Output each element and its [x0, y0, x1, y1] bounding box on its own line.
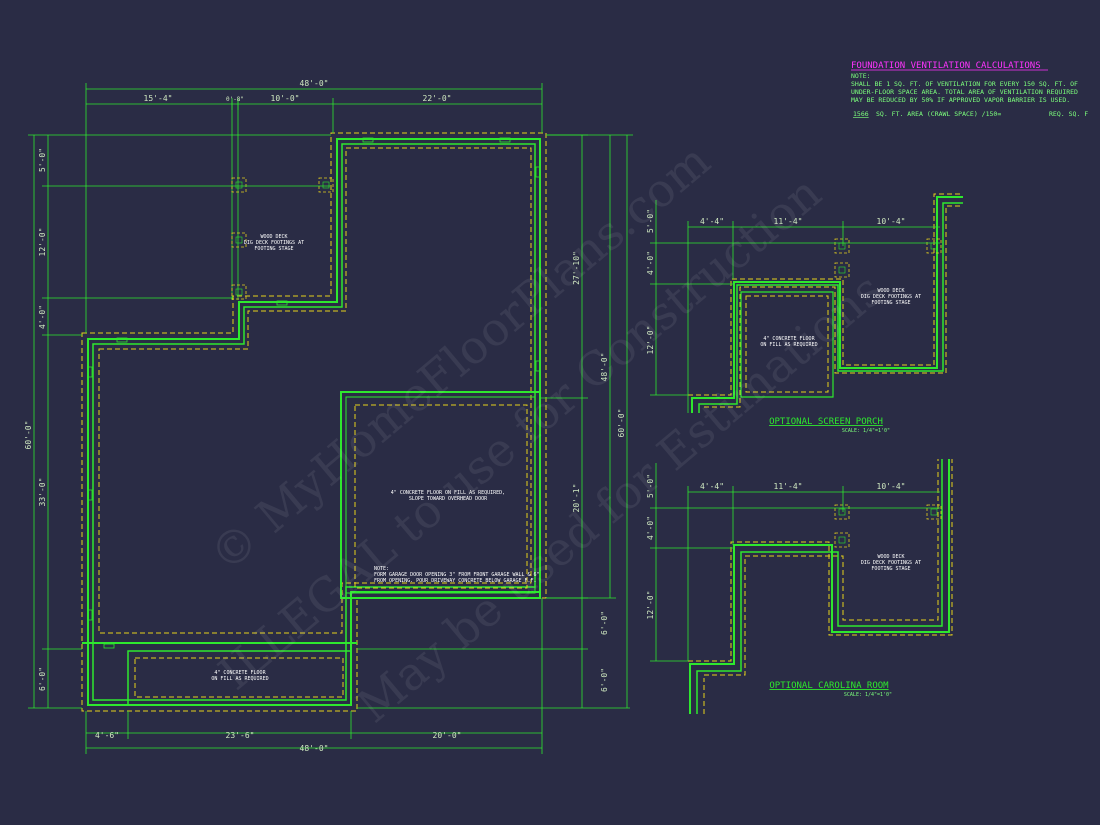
dim-right-overall: 60'-0"	[617, 409, 626, 438]
carolina-room-title: OPTIONAL CAROLINA ROOM	[769, 681, 889, 691]
ventilation-line-3: MAY BE REDUCED BY 50% IF APPROVED VAPOR …	[851, 96, 1070, 104]
svg-text:NOTE:: NOTE:	[374, 566, 389, 572]
porch-dim-left-2: 4'-0"	[646, 251, 655, 275]
svg-text:WOOD DECK: WOOD DECK	[877, 288, 904, 294]
screen-porch-title: OPTIONAL SCREEN PORCH	[769, 417, 883, 427]
main-foundation-plan: 48'-0" 15'-4" 0'-8" 10'-0" 22'-0" 60'-0"…	[24, 79, 633, 754]
porch-deck-note: WOOD DECK DIG DECK FOOTINGS AT FOOTING S…	[861, 288, 921, 306]
main-footing-inner	[98, 147, 532, 634]
dim-right-seg4: 6'-0"	[600, 668, 609, 692]
svg-text:SLOPE TOWARD OVERHEAD DOOR: SLOPE TOWARD OVERHEAD DOOR	[409, 496, 488, 502]
dim-right-seg3: 6'-0"	[600, 611, 609, 635]
svg-text:WOOD DECK: WOOD DECK	[877, 554, 904, 560]
dim-bottom-seg1: 4'-6"	[95, 731, 119, 740]
dim-bottom-overall: 48'-0"	[300, 744, 329, 753]
porch-floor-note: 4" CONCRETE FLOOR ON FILL AS REQUIRED	[760, 336, 817, 348]
svg-text:ON FILL AS REQUIRED: ON FILL AS REQUIRED	[760, 342, 817, 348]
screen-porch-scale: SCALE: 1/4"=1'0"	[842, 428, 890, 434]
ventilation-req-label: REQ. SQ. F	[1049, 110, 1088, 118]
dim-left-seg4: 33'-0"	[38, 478, 47, 507]
svg-text:WOOD DECK: WOOD DECK	[260, 234, 287, 240]
porch-dim-left-3: 12'-0"	[646, 326, 655, 355]
dim-right-seg1: 27'-10"	[572, 251, 581, 285]
dim-left-seg2: 12'-0"	[38, 228, 47, 257]
porch-dim-left-1: 5'-0"	[646, 209, 655, 233]
dim-top-overall: 48'-0"	[300, 79, 329, 88]
svg-text:4" CONCRETE FLOOR: 4" CONCRETE FLOOR	[763, 336, 815, 342]
svg-text:FOOTING STAGE: FOOTING STAGE	[871, 300, 910, 306]
ventilation-line-1: SHALL BE 1 SQ. FT. OF VENTILATION FOR EV…	[851, 80, 1078, 88]
carolina-dim-left-3: 12'-0"	[646, 591, 655, 620]
main-footing-outer	[81, 132, 547, 712]
svg-text:4" CONCRETE FLOOR: 4" CONCRETE FLOOR	[214, 670, 266, 676]
dim-left-seg3: 4'-0"	[38, 305, 47, 329]
garage-slab	[340, 391, 541, 599]
dim-top-seg2: 0'-8"	[226, 96, 244, 103]
carolina-dim-top-2: 11'-4"	[774, 482, 803, 491]
carolina-dim-top-3: 10'-4"	[877, 482, 906, 491]
carolina-room-plan: 4'-4" 11'-4" 10'-4" 5'-0" 4'-0" 12'-0" W…	[646, 459, 953, 714]
dim-bottom-seg3: 20'-0"	[433, 731, 462, 740]
svg-text:FOOTING STAGE: FOOTING STAGE	[871, 566, 910, 572]
dim-left-seg5: 6'-0"	[38, 667, 47, 691]
porch-floor-note: 4" CONCRETE FLOOR ON FILL AS REQUIRED	[211, 670, 268, 682]
carolina-room-scale: SCALE: 1/4"=1'0"	[844, 692, 892, 698]
carolina-dim-left-2: 4'-0"	[646, 516, 655, 540]
ventilation-line-2: UNDER-FLOOR SPACE AREA. TOTAL AREA OF VE…	[851, 88, 1078, 96]
dim-top-seg3: 10'-0"	[271, 94, 300, 103]
dim-left-overall: 60'-0"	[24, 421, 33, 450]
ventilation-note-label: NOTE:	[851, 72, 871, 80]
main-wall-inner	[92, 143, 536, 701]
dim-right-seg2: 20'-1"	[572, 484, 581, 513]
svg-text:DIG DECK FOOTINGS AT: DIG DECK FOOTINGS AT	[861, 294, 921, 300]
deck-piers	[231, 100, 334, 300]
front-porch-slab	[82, 642, 357, 706]
dim-right-48: 48'-0"	[600, 353, 609, 382]
dim-bottom-seg2: 23'-6"	[226, 731, 255, 740]
svg-text:FOOTING STAGE: FOOTING STAGE	[254, 246, 293, 252]
garage-door-note: NOTE: FORM GARAGE DOOR OPENING 3" FROM F…	[374, 566, 540, 584]
svg-text:4" CONCRETE FLOOR ON FILL AS R: 4" CONCRETE FLOOR ON FILL AS REQUIRED,	[391, 490, 505, 496]
dim-top-seg1: 15'-4"	[144, 94, 173, 103]
porch-dim-top-3: 10'-4"	[877, 217, 906, 226]
ventilation-area-label: SQ. FT. AREA (CRAWL SPACE) /150=	[876, 110, 1001, 118]
carolina-dim-top-1: 4'-4"	[700, 482, 724, 491]
screen-porch-plan: 4'-4" 11'-4" 10'-4" 5'-0" 4'-0" 12'-0" 4…	[646, 193, 963, 434]
carolina-deck-note: WOOD DECK DIG DECK FOOTINGS AT FOOTING S…	[861, 554, 921, 572]
svg-text:FROM OPENING. POUR DRIVEWAY CO: FROM OPENING. POUR DRIVEWAY CONCRETE BEL…	[374, 578, 537, 584]
porch-dim-top-2: 11'-4"	[774, 217, 803, 226]
main-dimension-lines	[28, 83, 633, 754]
porch-dim-top-1: 4'-4"	[700, 217, 724, 226]
garage-floor-note: 4" CONCRETE FLOOR ON FILL AS REQUIRED, S…	[391, 490, 505, 502]
deck-note: WOOD DECK DIG DECK FOOTINGS AT FOOTING S…	[244, 234, 304, 252]
svg-text:FORM GARAGE DOOR OPENING 3" FR: FORM GARAGE DOOR OPENING 3" FROM FRONT G…	[374, 572, 540, 578]
svg-text:DIG DECK FOOTINGS AT: DIG DECK FOOTINGS AT	[861, 560, 921, 566]
ventilation-title: FOUNDATION VENTILATION CALCULATIONS	[851, 61, 1041, 71]
ventilation-area-value: 1566	[853, 110, 869, 118]
svg-text:DIG DECK FOOTINGS AT: DIG DECK FOOTINGS AT	[244, 240, 304, 246]
dim-top-seg4: 22'-0"	[423, 94, 452, 103]
svg-text:ON FILL AS REQUIRED: ON FILL AS REQUIRED	[211, 676, 268, 682]
ventilation-calculations: FOUNDATION VENTILATION CALCULATIONS NOTE…	[851, 61, 1088, 118]
dim-left-seg1: 5'-0"	[38, 148, 47, 172]
carolina-dim-left-1: 5'-0"	[646, 474, 655, 498]
